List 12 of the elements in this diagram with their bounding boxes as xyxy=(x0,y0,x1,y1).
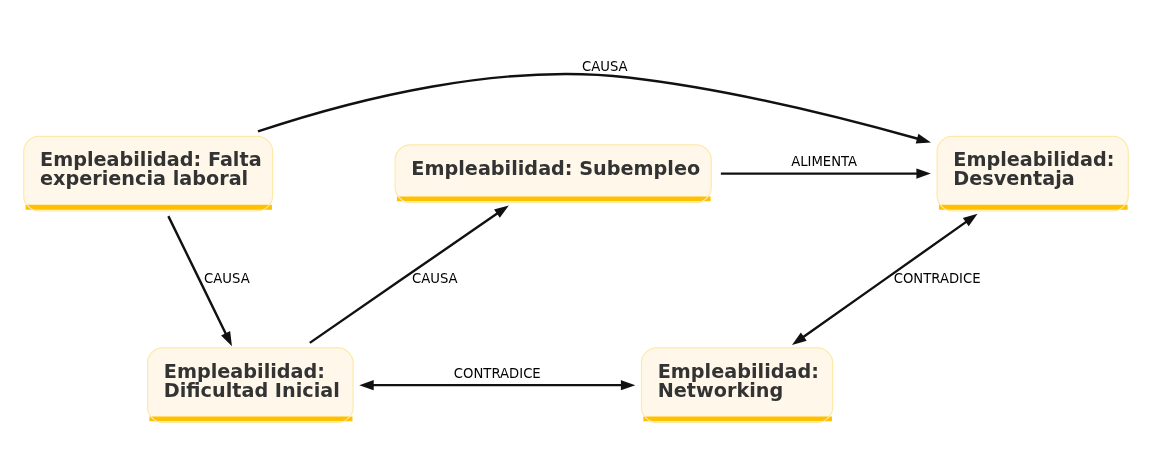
edge-label: ALIMENTA xyxy=(791,154,858,170)
edge-label: CONTRADICE xyxy=(893,270,981,286)
edge-label: CAUSA xyxy=(582,59,628,75)
arrow xyxy=(720,168,931,179)
arrow xyxy=(257,72,931,144)
edge-label: CAUSA xyxy=(204,270,250,286)
edge-label: CAUSA xyxy=(412,270,458,286)
arrow xyxy=(309,205,509,344)
edge-label: CONTRADICE xyxy=(453,365,541,381)
arrow xyxy=(359,380,636,391)
arrow xyxy=(167,215,232,347)
arrow xyxy=(792,213,978,346)
